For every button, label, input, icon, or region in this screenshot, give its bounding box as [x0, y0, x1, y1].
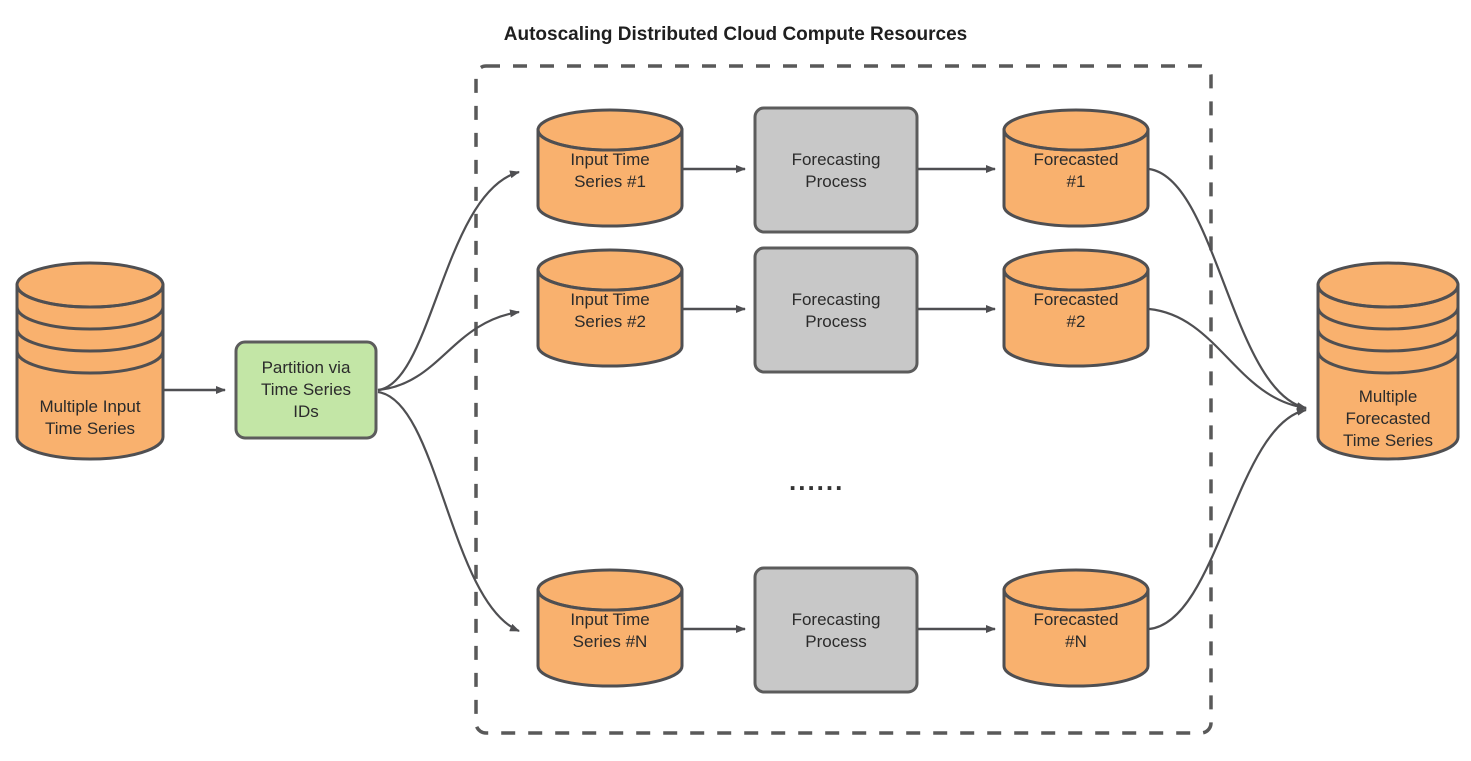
edge-forecastedn-to-output — [1148, 407, 1307, 631]
edge-partition-to-input-2 — [377, 309, 520, 392]
edge-partition-to-input-1 — [377, 170, 520, 392]
forecasted-1-cylinder — [1002, 108, 1150, 228]
forecasting-process-2-box — [753, 246, 919, 374]
forecasting-process-1-box — [753, 106, 919, 234]
input-time-series-n-cylinder — [536, 568, 684, 688]
edge-forecasted2-to-output — [1148, 307, 1307, 411]
forecasting-process-n-box — [753, 566, 919, 694]
forecasted-n-cylinder — [1002, 568, 1150, 688]
autoscaling-container — [474, 64, 1213, 735]
forecasted-2-cylinder — [1002, 248, 1150, 368]
ellipsis-indicator: ...... — [789, 466, 845, 496]
multiple-input-time-series-cylinder — [15, 261, 165, 461]
partition-box — [234, 340, 378, 440]
edge-forecasted1-to-output — [1148, 167, 1307, 410]
diagram-title: Autoscaling Distributed Cloud Compute Re… — [503, 24, 968, 45]
input-time-series-1-cylinder — [536, 108, 684, 228]
edge-partition-to-input-n — [377, 390, 520, 633]
input-time-series-2-cylinder — [536, 248, 684, 368]
multiple-forecasted-time-series-cylinder — [1316, 261, 1460, 461]
